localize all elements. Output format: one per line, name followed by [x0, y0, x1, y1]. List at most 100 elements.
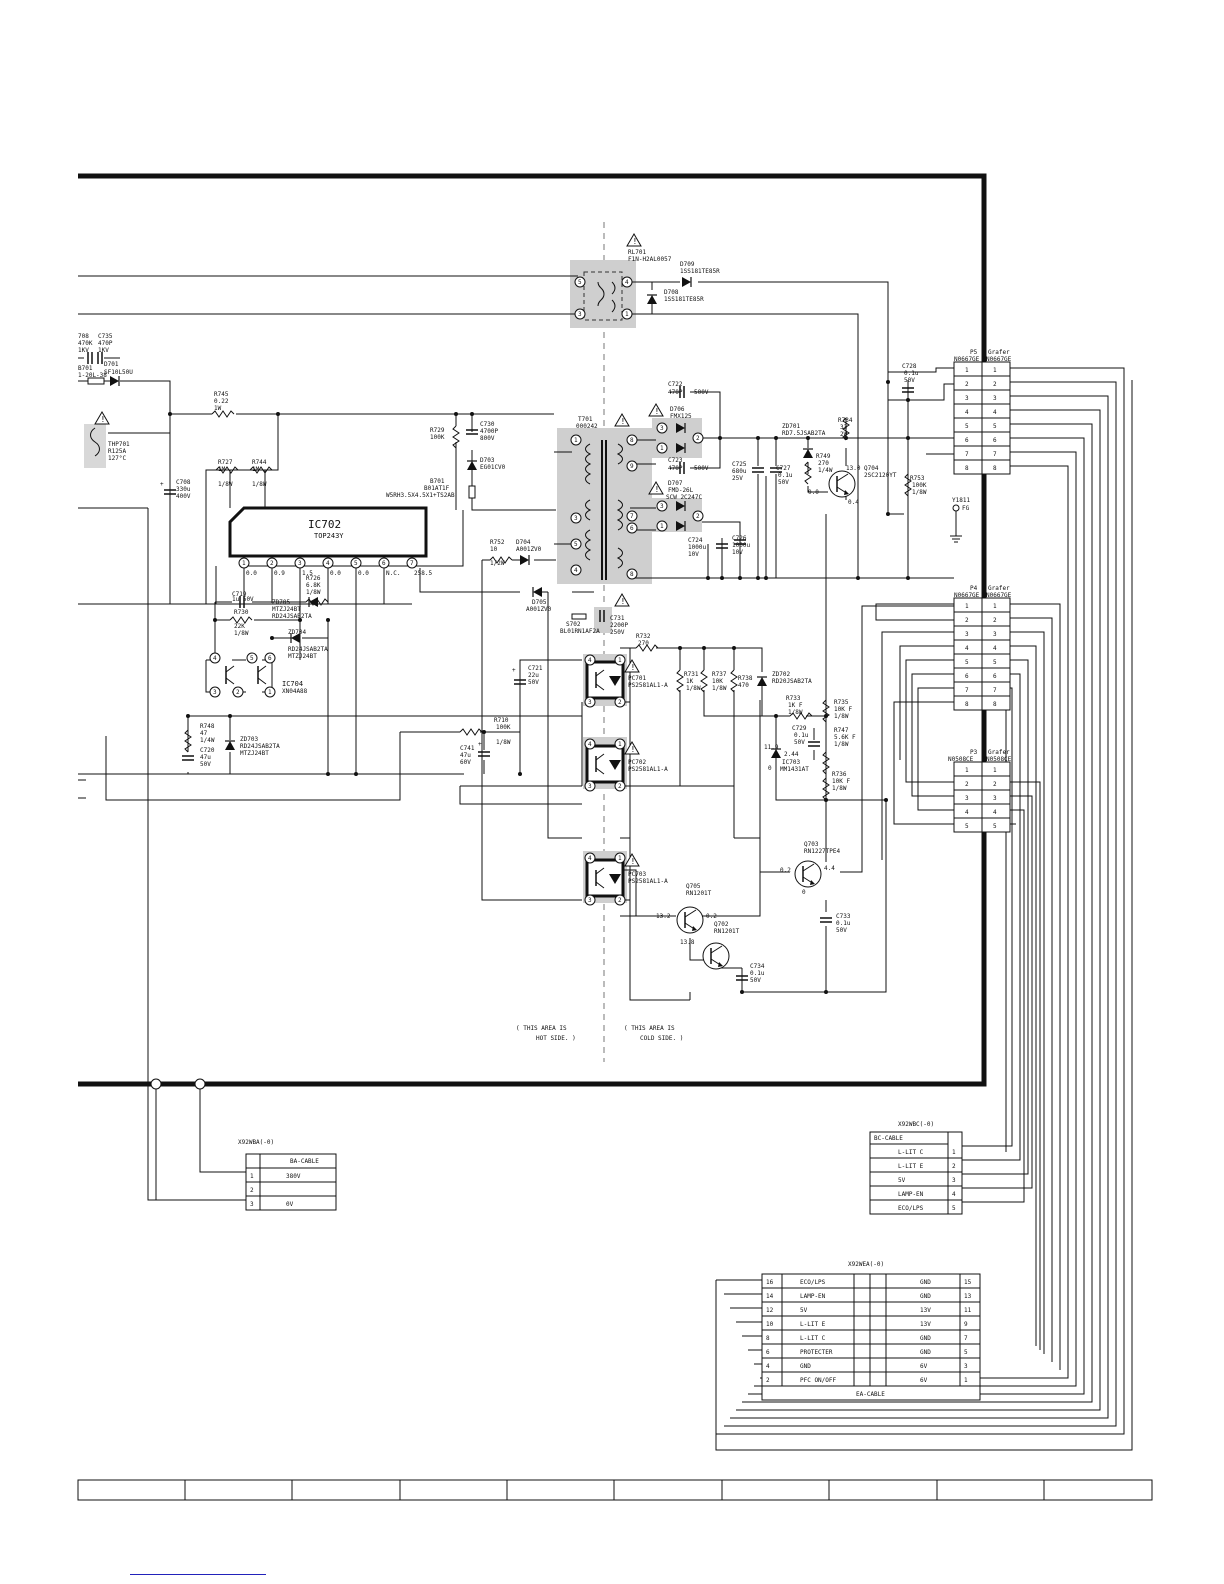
r748-ref: R748 — [200, 723, 215, 730]
r730-val: 22K — [234, 623, 245, 630]
c731-v: 250V — [610, 629, 625, 636]
c721-val: 22u — [528, 672, 539, 679]
d701-ref: D701 — [104, 361, 119, 368]
zd705-ref: ZD705 — [272, 599, 290, 606]
svg-text:3: 3 — [588, 783, 592, 790]
svg-text:N0667GE: N0667GE — [954, 592, 980, 599]
c708-partial-val: 470K — [78, 340, 93, 347]
c723-ref: C723 — [668, 457, 683, 464]
r752-w: 1/2W — [490, 560, 505, 567]
pc702-optocoupler: 4 1 3 2 — [584, 738, 626, 792]
r747-val: 5.6K F — [834, 734, 856, 741]
r710-resistor — [459, 728, 483, 736]
svg-text:P5: P5 — [970, 349, 978, 356]
p5-pin-left: 1 — [965, 367, 969, 374]
wea-pin-right: 7 — [964, 1335, 968, 1342]
zd705-part2: RD24JSAB2TA — [272, 613, 312, 620]
ic703-part: MM1431AT — [780, 766, 809, 773]
svg-text:N0667GE: N0667GE — [986, 592, 1012, 599]
ic702-pins: 1 2 3 4 5 6 7 0.0 0.9 1.5 0.0 0.0 N.C. 2… — [238, 557, 432, 577]
r748-val: 47 — [200, 730, 208, 737]
r735-val: 10K F — [834, 706, 852, 713]
wea-signal-left: GND — [800, 1363, 811, 1370]
r731-resistor — [676, 669, 684, 693]
c728-val: 0.1u — [904, 370, 919, 377]
ic702-package: IC702 TOP243Y — [228, 506, 428, 558]
c726-ref: C726 — [732, 535, 747, 542]
wea-pin-right: 13 — [964, 1293, 972, 1300]
d706-part: FMX125 — [670, 413, 692, 420]
board-frame — [78, 173, 987, 1087]
ic702-part: TOP243Y — [314, 532, 344, 540]
d701-part: SF10L50U — [104, 369, 133, 376]
b701-ref: B701 — [430, 478, 445, 485]
y1811-val: FG — [962, 505, 970, 512]
svg-text:0.9: 0.9 — [274, 570, 285, 577]
svg-text:3: 3 — [213, 689, 217, 696]
c722-v: 500V — [694, 389, 709, 396]
r730-ref: R730 — [234, 609, 249, 616]
r736-ref: R736 — [832, 771, 847, 778]
svg-text:0.4: 0.4 — [848, 499, 859, 506]
r727-val: 1M — [218, 466, 226, 473]
y1811-testpoint — [952, 504, 960, 512]
c741-cap — [477, 751, 491, 757]
r753-w: 1/8W — [912, 489, 927, 496]
svg-text:4: 4 — [625, 279, 629, 286]
p4-pin-left: 6 — [965, 673, 969, 680]
q702-transistor — [702, 942, 730, 970]
svg-text:1: 1 — [625, 311, 629, 318]
r729-ref: R729 — [430, 427, 445, 434]
svg-text:4: 4 — [326, 560, 330, 567]
svg-text:2.44: 2.44 — [784, 751, 799, 758]
svg-text:7: 7 — [630, 513, 634, 520]
thp701-ref: THP701 — [108, 441, 130, 448]
svg-text:0.0: 0.0 — [330, 570, 341, 577]
svg-text:BA-CABLE: BA-CABLE — [290, 1158, 319, 1165]
p4-pin-right: 2 — [993, 617, 997, 624]
p4-pin-right: 7 — [993, 687, 997, 694]
wba-pin: 3 — [250, 1201, 254, 1208]
svg-text:3: 3 — [578, 311, 582, 318]
bottom-link-underline[interactable] — [130, 1574, 266, 1575]
p4-pin-left: 8 — [965, 701, 969, 708]
s702-ref: S702 — [566, 621, 581, 628]
c728-ref: C728 — [902, 363, 917, 370]
r737-resistor — [700, 669, 708, 693]
c724-v: 10V — [688, 551, 699, 558]
r733-w: 1/8W — [788, 709, 803, 716]
pc703-ref: PC703 — [628, 871, 646, 878]
r748-w: 1/4W — [200, 737, 215, 744]
svg-text:2: 2 — [618, 699, 622, 706]
zd703-part2: MTZJ24BT — [240, 750, 269, 757]
svg-text:7: 7 — [410, 560, 414, 567]
svg-text:2: 2 — [236, 689, 240, 696]
svg-text:6: 6 — [382, 560, 386, 567]
p5-pin-right: 8 — [993, 465, 997, 472]
p3-pin-left: 3 — [965, 795, 969, 802]
wea-signal-right: 6V — [920, 1363, 928, 1370]
d704-diode — [519, 554, 530, 566]
q702-part: RN1201T — [714, 928, 740, 935]
p5-pin-left: 5 — [965, 423, 969, 430]
wba-pin: 1 — [250, 1173, 254, 1180]
r710-w: 1/8W — [496, 739, 511, 746]
d708-part: 1SS181TE85R — [664, 296, 704, 303]
svg-text:X92WEA(-0): X92WEA(-0) — [848, 1261, 884, 1268]
wea-pin-right: 3 — [964, 1363, 968, 1370]
svg-text:8: 8 — [630, 571, 634, 578]
d709-ref: D709 — [680, 261, 695, 268]
r749-w: 1/4W — [818, 467, 833, 474]
c720-cap — [181, 755, 195, 761]
d708-ref: D708 — [664, 289, 679, 296]
svg-text:2: 2 — [270, 560, 274, 567]
wea-pin-right: 5 — [964, 1349, 968, 1356]
d705-ref: D705 — [532, 599, 547, 606]
c726-v: 10V — [732, 549, 743, 556]
c728-v: 50V — [904, 377, 915, 384]
c723-v: 500V — [694, 465, 709, 472]
svg-text:P3: P3 — [970, 749, 978, 756]
q705-transistor — [676, 906, 704, 934]
wea-signal-left: 5V — [800, 1307, 808, 1314]
